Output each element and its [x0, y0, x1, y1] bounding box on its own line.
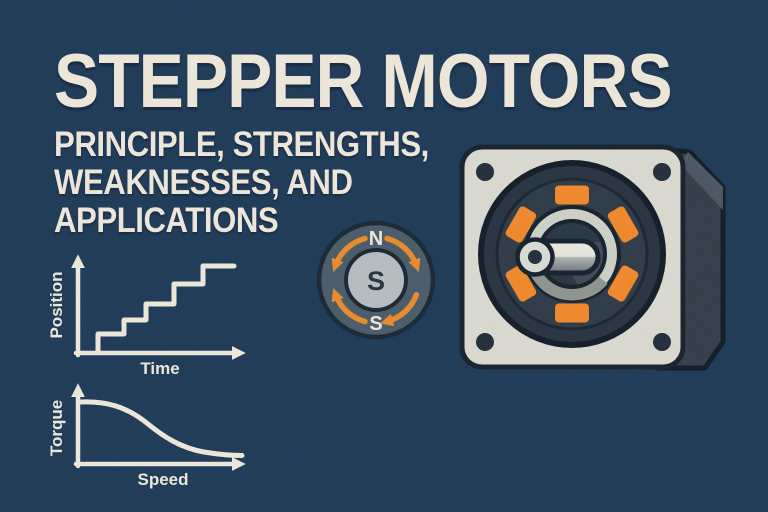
torque-curve — [77, 399, 245, 458]
position-time-chart: Position Time — [47, 254, 246, 378]
page-title: STEPPER MOTORS — [54, 39, 673, 124]
stepper-motor-illustration-icon — [459, 144, 726, 371]
north-pole-label: N — [369, 228, 383, 250]
south-pole-label: S — [369, 313, 382, 335]
rotor-center-label: S — [367, 266, 385, 296]
y-axis-label: Position — [47, 271, 66, 338]
shaft-end-hole — [528, 250, 542, 264]
torque-speed-chart: Torque Speed — [47, 383, 246, 489]
bolt-hole-icon — [653, 333, 671, 351]
bolt-hole-icon — [476, 163, 494, 181]
bolt-hole-icon — [476, 333, 494, 351]
bolt-hole-icon — [653, 163, 671, 181]
coil-segment — [555, 303, 589, 323]
x-axis-label: Speed — [137, 470, 188, 489]
y-axis-label: Torque — [47, 400, 66, 456]
rotor-principle-diagram: N S S — [316, 220, 436, 340]
coil-segment — [555, 185, 589, 205]
staircase-line — [95, 263, 237, 355]
motor-shaft — [515, 237, 601, 277]
